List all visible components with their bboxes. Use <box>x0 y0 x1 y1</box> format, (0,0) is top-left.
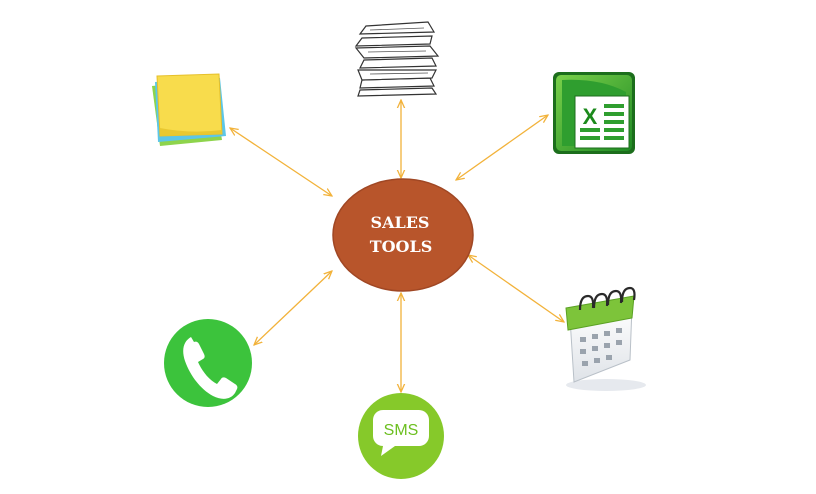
connector-phone <box>254 271 332 345</box>
paper-stack-icon <box>354 21 440 97</box>
connector-notes <box>230 128 332 196</box>
calendar-icon <box>565 286 646 391</box>
svg-text:X: X <box>583 104 598 129</box>
hub-label-line2: TOOLS <box>370 237 433 256</box>
sms-icon: SMS <box>358 393 444 479</box>
phone-icon <box>164 319 252 407</box>
excel-icon: X <box>553 72 635 154</box>
connector-excel <box>456 115 548 180</box>
sms-label: SMS <box>384 422 419 439</box>
sticky-notes-icon <box>152 73 226 146</box>
connectors <box>230 100 564 392</box>
hub-node: SALES TOOLS <box>332 178 474 292</box>
connector-calendar <box>468 255 564 322</box>
hub-label-line1: SALES <box>371 213 430 232</box>
